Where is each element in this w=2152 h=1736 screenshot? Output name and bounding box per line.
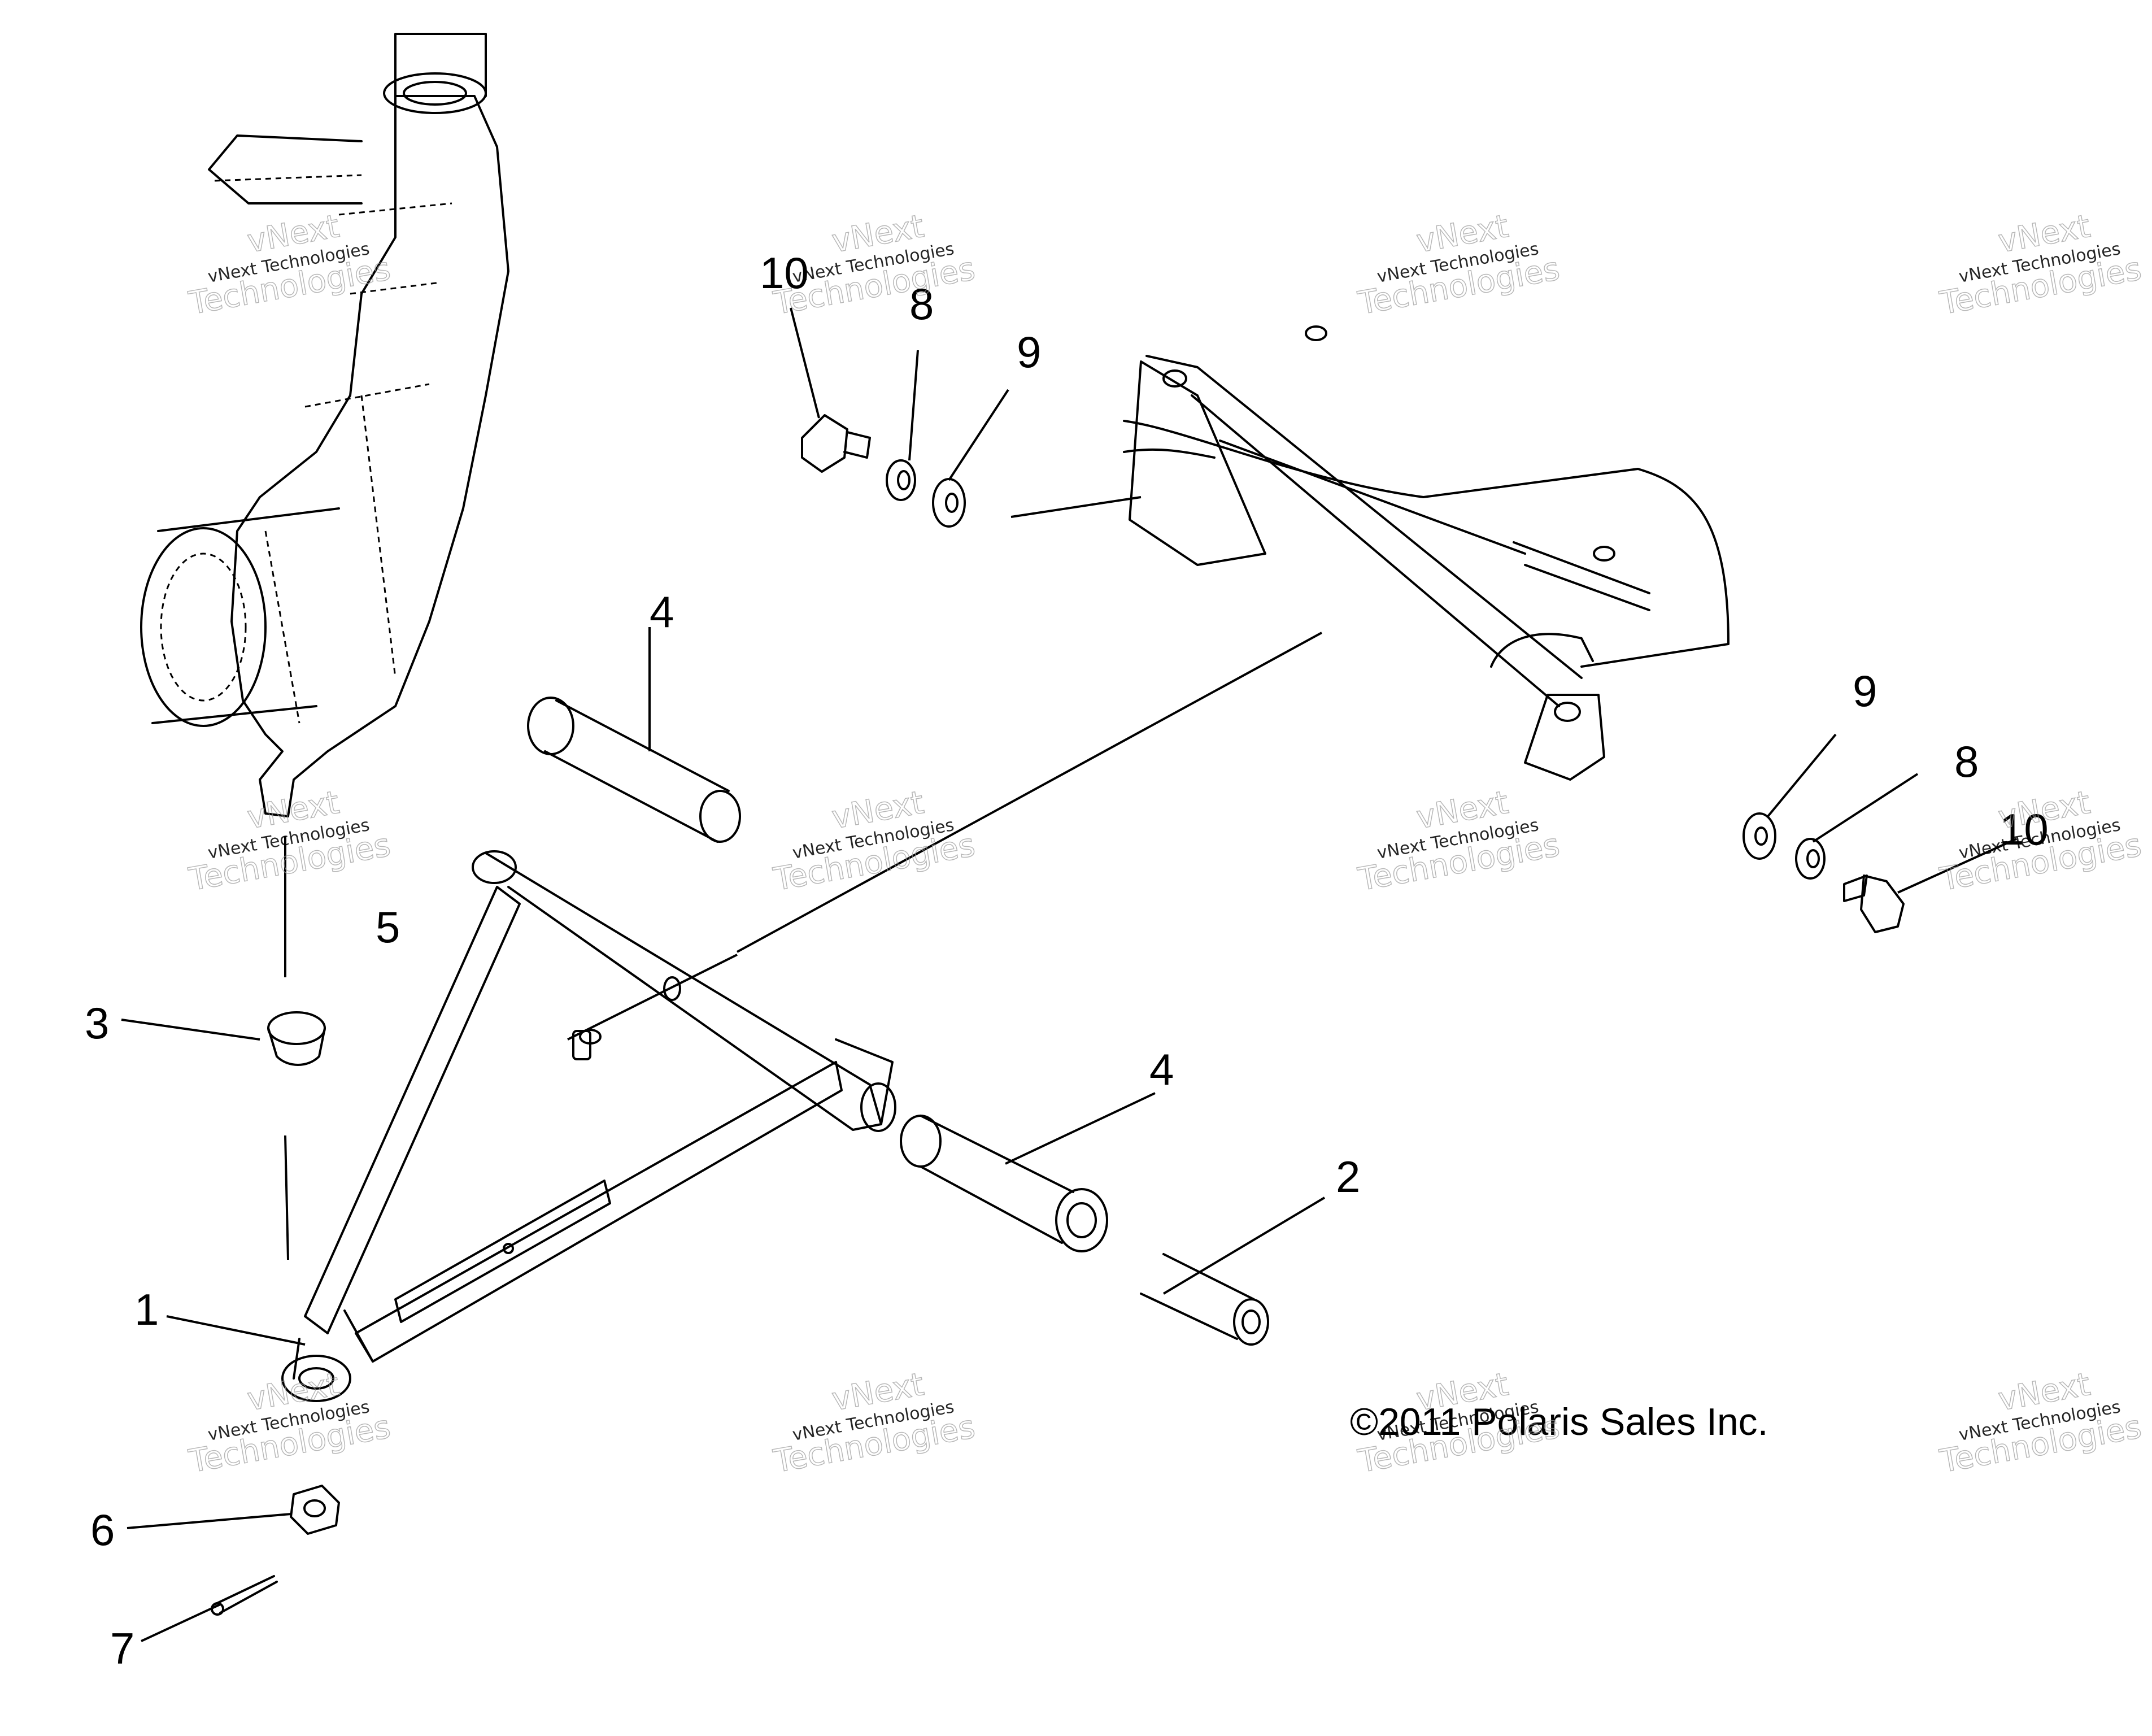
pivot-bushing-lower [900,1115,1108,1252]
cotter-pin [211,1575,278,1616]
callout-9-upper: 9 [1017,327,1041,377]
watermark: vNext Technologies vNext Technologies [770,784,978,899]
callout-10-upper: 10 [760,248,809,298]
callout-3: 3 [85,998,109,1048]
watermark: vNext Technologies vNext Technologies [770,1365,978,1481]
leader-lines [121,307,2017,1642]
callout-6: 6 [90,1505,115,1555]
callout-2: 2 [1336,1152,1360,1202]
frame-crossmember [1123,325,1730,781]
castle-nut [290,1485,340,1535]
a-arm [281,850,896,1402]
callout-4-lower: 4 [1149,1045,1174,1094]
watermark: vNext Technologies vNext Technologies [1355,784,1563,899]
callout-numbers: 1 2 3 4 4 5 6 7 8 8 9 9 10 10 [85,248,2049,1673]
grease-fitting [572,1029,602,1060]
watermark: vNext Technologies vNext Technologies [1355,207,1563,323]
flat-washer-upper [932,478,966,528]
bolt-upper [801,414,871,473]
watermark: vNext Technologies vNext Technologies [1937,784,2145,899]
watermark: vNext Technologies vNext Technologies [1937,207,2145,323]
callout-7: 7 [110,1624,134,1673]
steering-knuckle [140,33,509,817]
bolt-lower [1843,874,1905,933]
pivot-bushing-upper [527,697,741,843]
callout-4-upper: 4 [650,587,674,637]
callout-10-lower: 10 [1999,804,2049,854]
watermark: vNext Technologies vNext Technologies [186,1365,394,1481]
callout-5: 5 [376,902,400,952]
callout-8-lower: 8 [1954,737,1979,786]
callout-9-lower: 9 [1853,666,1877,716]
lock-washer-upper [886,459,916,501]
callout-1: 1 [134,1285,159,1334]
watermarks: vNext Technologies vNext Technologies vN… [186,207,2145,1481]
watermark: vNext Technologies vNext Technologies [186,784,394,899]
ball-joint-cap [267,1011,326,1066]
callout-8-upper: 8 [909,279,934,329]
flat-washer-lower [1742,812,1776,860]
copyright-notice: ©2011 Polaris Sales Inc. [1350,1400,1768,1443]
pivot-shaft [1140,1253,1269,1346]
watermark: vNext Technologies vNext Technologies [1937,1365,2145,1481]
lock-washer-lower [1795,838,1826,880]
